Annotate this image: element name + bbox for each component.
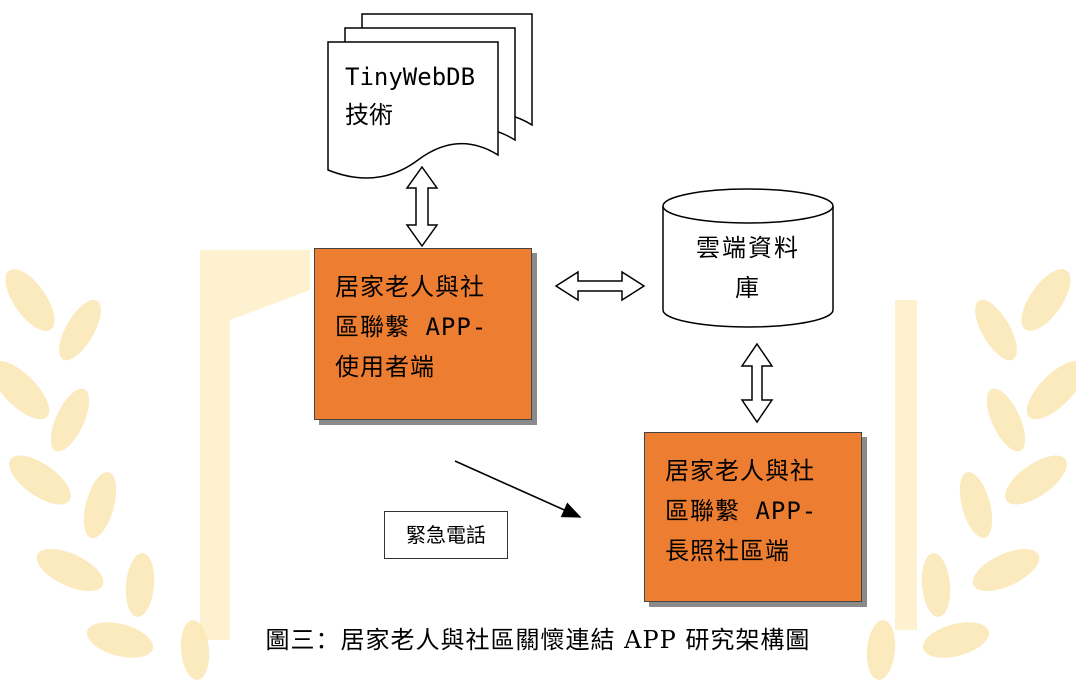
community-app-label: 居家老人與社 區聯繫 APP- 長照社區端	[665, 457, 818, 565]
document-stack-shape	[327, 13, 533, 179]
tinywebdb-doc-line1: TinyWebDB	[345, 63, 476, 91]
tinywebdb-doc: TinyWebDB 技術	[345, 58, 475, 134]
cloud-database-line2: 庫	[735, 274, 761, 302]
emergency-call-box: 緊急電話	[384, 511, 508, 559]
user-app-label: 居家老人與社 區聯繫 APP- 使用者端	[335, 273, 488, 381]
cloud-database: 雲端資料 庫	[663, 228, 833, 308]
user-app-box: 居家老人與社 區聯繫 APP- 使用者端	[314, 248, 532, 420]
emergency-arrow	[454, 460, 582, 518]
tinywebdb-doc-line2: 技術	[345, 101, 393, 129]
cloud-database-line1: 雲端資料	[696, 234, 800, 262]
community-app-box: 居家老人與社 區聯繫 APP- 長照社區端	[644, 432, 862, 602]
emergency-call-label: 緊急電話	[406, 523, 486, 547]
double-arrow-horizontal	[554, 270, 646, 302]
database-cylinder-shape	[662, 188, 834, 328]
figure-caption: 圖三：居家老人與社區關懷連結 APP 研究架構圖	[265, 626, 811, 654]
double-arrow-vertical-right	[740, 342, 774, 424]
double-arrow-vertical-top	[405, 165, 439, 248]
